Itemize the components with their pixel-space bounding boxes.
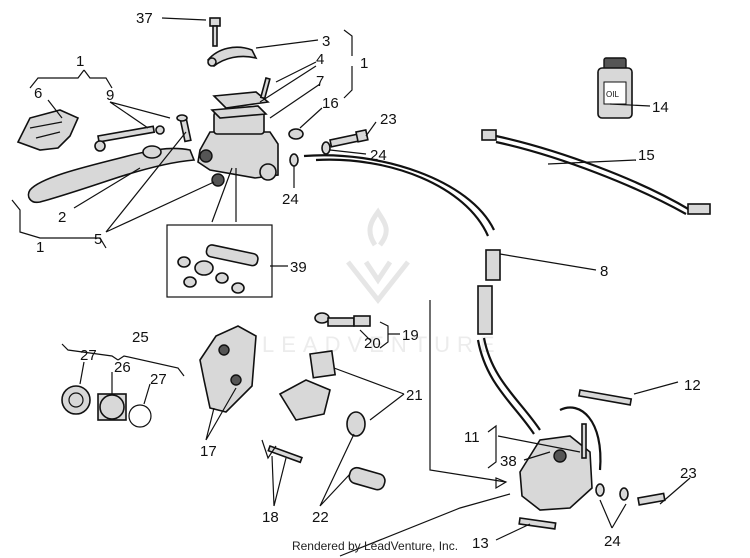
callout-1-top: 1 [360,55,368,72]
reservoir-cover [210,77,271,119]
repair-kit-box [166,224,273,298]
callout-39: 39 [290,259,307,276]
callout-24-mid: 24 [282,191,299,208]
callout-24-bottom: 24 [604,533,621,550]
callout-8: 8 [600,263,608,280]
callout-18: 18 [262,509,279,526]
callout-19: 19 [402,327,419,344]
callout-7: 7 [316,73,324,90]
pad-spring [278,350,337,421]
grommet [288,128,304,140]
callout-25: 25 [132,329,149,346]
clamp-bolt [209,17,221,47]
callout-labels: 37 3 1 4 7 16 23 24 24 1 6 9 2 1 5 39 8 … [34,10,701,552]
watermark-logo: LEADVENTURE [262,207,502,357]
brake-hose [303,154,602,471]
callout-26: 26 [114,359,131,376]
brake-lever [27,145,196,204]
leader-lines [11,17,691,557]
callout-13: 13 [472,535,489,552]
watermark-text: LEADVENTURE [262,332,502,357]
switch-cable [481,129,711,215]
callout-22: 22 [312,509,329,526]
callout-1-left: 1 [76,53,84,70]
pin-boots [346,411,386,491]
caliper-bracket [199,325,257,413]
render-credit: Rendered by LeadVenture, Inc. [291,539,459,553]
pivot-pin [176,114,225,187]
callout-23-bottom: 23 [680,465,697,482]
callout-38: 38 [500,453,517,470]
master-cylinder [197,111,279,181]
callout-27-right: 27 [150,371,167,388]
bleeder-screw [314,312,371,327]
callout-12: 12 [684,377,701,394]
piston-kit [61,385,152,428]
callout-15: 15 [638,147,655,164]
callout-27-left: 27 [80,347,97,364]
brake-caliper [519,423,666,511]
callout-9: 9 [106,87,114,104]
callout-37: 37 [136,10,153,27]
handlebar-clamp [206,46,258,68]
brake-fluid-bottle: OIL [597,57,633,119]
callout-11: 11 [464,429,480,446]
callout-17: 17 [200,443,217,460]
bottle-label: OIL [606,90,619,99]
callout-23-top: 23 [380,111,397,128]
callout-4: 4 [316,51,324,68]
lever-bracket [16,109,80,151]
callout-1-bottom: 1 [36,239,44,256]
caliper-bolts [518,389,633,530]
callout-6: 6 [34,85,42,102]
callout-20: 20 [364,335,381,352]
callout-5: 5 [94,231,102,248]
pin-clip [261,439,303,464]
callout-16: 16 [322,95,339,112]
callout-24-top: 24 [370,147,387,164]
callout-21: 21 [406,387,423,404]
callout-2: 2 [58,209,66,226]
callout-3: 3 [322,33,330,50]
callout-14: 14 [652,99,669,116]
pivot-bolt [94,125,165,152]
banjo-bolt-upper [289,128,369,167]
